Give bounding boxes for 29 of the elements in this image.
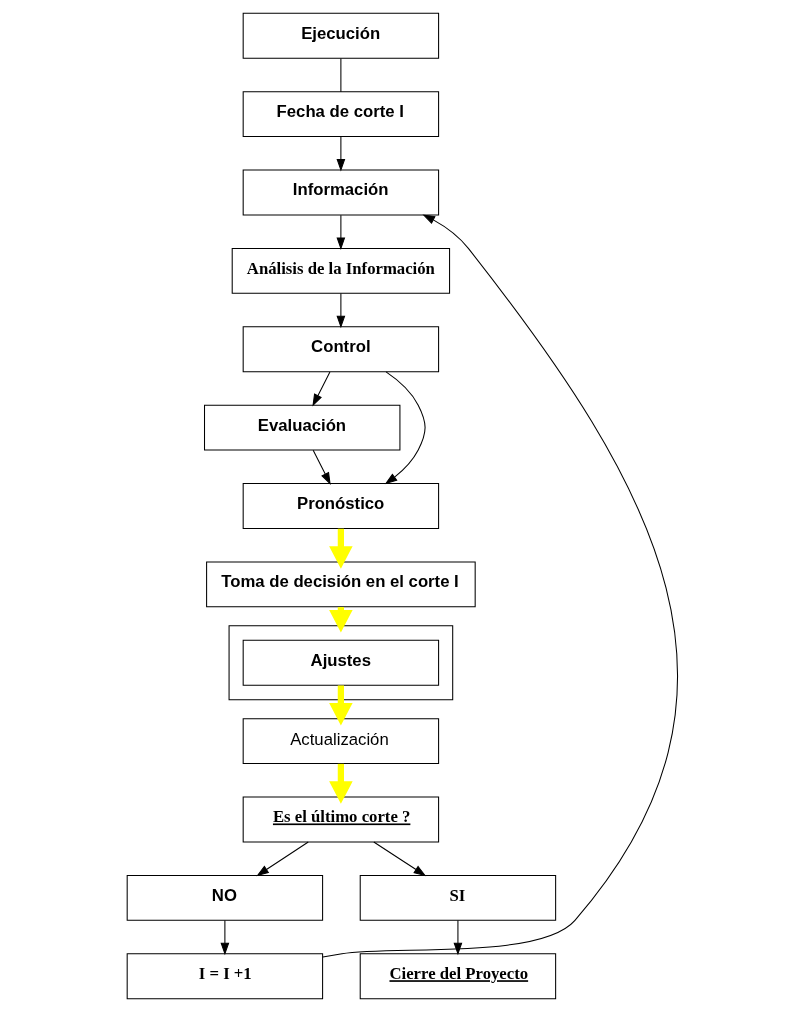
node-box: Actualización <box>242 717 439 764</box>
arrow <box>328 763 353 804</box>
arrow <box>220 919 229 955</box>
arrow <box>255 840 309 876</box>
node-box: Toma de decisión en el corte I <box>205 560 476 607</box>
node-box: Es el último corte ? <box>242 796 439 842</box>
node-box: Información <box>242 169 439 215</box>
node-box: Cierre del Proyecto <box>359 952 556 999</box>
node-box: Análisis de la Información <box>231 247 450 294</box>
arrow <box>372 840 426 876</box>
node-box: I = I +1 <box>126 952 323 999</box>
node-box: Ejecución <box>242 12 439 59</box>
arrow <box>384 370 426 484</box>
node-box: Fecha de corte I <box>242 90 439 137</box>
connector <box>339 57 341 92</box>
node-box: Evaluación <box>203 404 400 451</box>
node-box: SI <box>359 874 556 921</box>
cluster <box>228 624 453 700</box>
arrow <box>328 528 353 569</box>
arrow <box>336 292 345 328</box>
node-box: Pronóstico <box>242 482 439 529</box>
node-box: NO <box>126 874 323 921</box>
node-box: Ajustes <box>242 639 439 686</box>
arrow <box>336 214 345 250</box>
arrow <box>336 135 345 172</box>
arrow <box>328 684 353 725</box>
node-box: Control <box>242 325 439 372</box>
arrow <box>311 370 330 407</box>
arrow <box>312 449 331 485</box>
